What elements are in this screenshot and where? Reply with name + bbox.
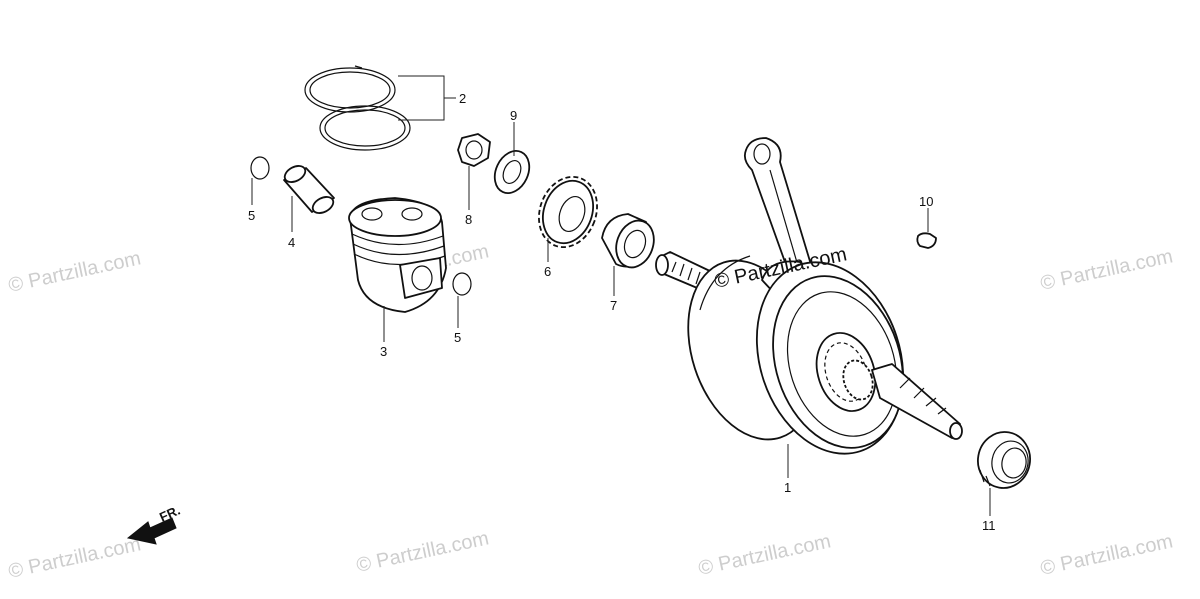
piston	[348, 197, 447, 313]
watermark-layer: © Partzilla.com © Partzilla.com © Partzi…	[6, 240, 1174, 583]
callout-5a: 5	[248, 208, 255, 223]
callouts: 2 5 4 3 5 6 7 8 9 10 1 11	[248, 91, 996, 533]
washer	[493, 150, 531, 194]
callout-3: 3	[380, 344, 387, 359]
front-direction-arrow: FR.	[126, 503, 182, 545]
callout-6: 6	[544, 264, 551, 279]
watermark: © Partzilla.com	[354, 527, 490, 577]
callout-9: 9	[510, 108, 517, 123]
front-marker-label: FR.	[157, 503, 182, 525]
watermark: © Partzilla.com	[696, 530, 832, 580]
piston-pin-clip-left	[250, 156, 270, 180]
leader-lines	[251, 75, 991, 516]
crankshaft	[655, 137, 963, 455]
piston-pin	[283, 165, 335, 214]
nut	[457, 133, 491, 167]
callout-2: 2	[459, 91, 466, 106]
callout-4: 4	[288, 235, 295, 250]
watermark: © Partzilla.com	[1038, 530, 1174, 580]
callout-8: 8	[465, 212, 472, 227]
callout-11: 11	[982, 518, 996, 533]
watermark: © Partzilla.com	[1038, 245, 1174, 295]
callout-1: 1	[784, 480, 791, 495]
callout-7: 7	[610, 298, 617, 313]
callout-5b: 5	[454, 330, 461, 345]
gear	[538, 175, 598, 249]
oil-seal	[977, 431, 1031, 489]
callout-10: 10	[919, 194, 933, 209]
piston-pin-clip-right	[452, 272, 472, 296]
collar	[601, 213, 655, 269]
watermark: © Partzilla.com	[6, 247, 142, 297]
woodruff-key	[916, 232, 937, 249]
watermark: © Partzilla.com	[6, 533, 142, 583]
piston-rings	[304, 65, 411, 151]
